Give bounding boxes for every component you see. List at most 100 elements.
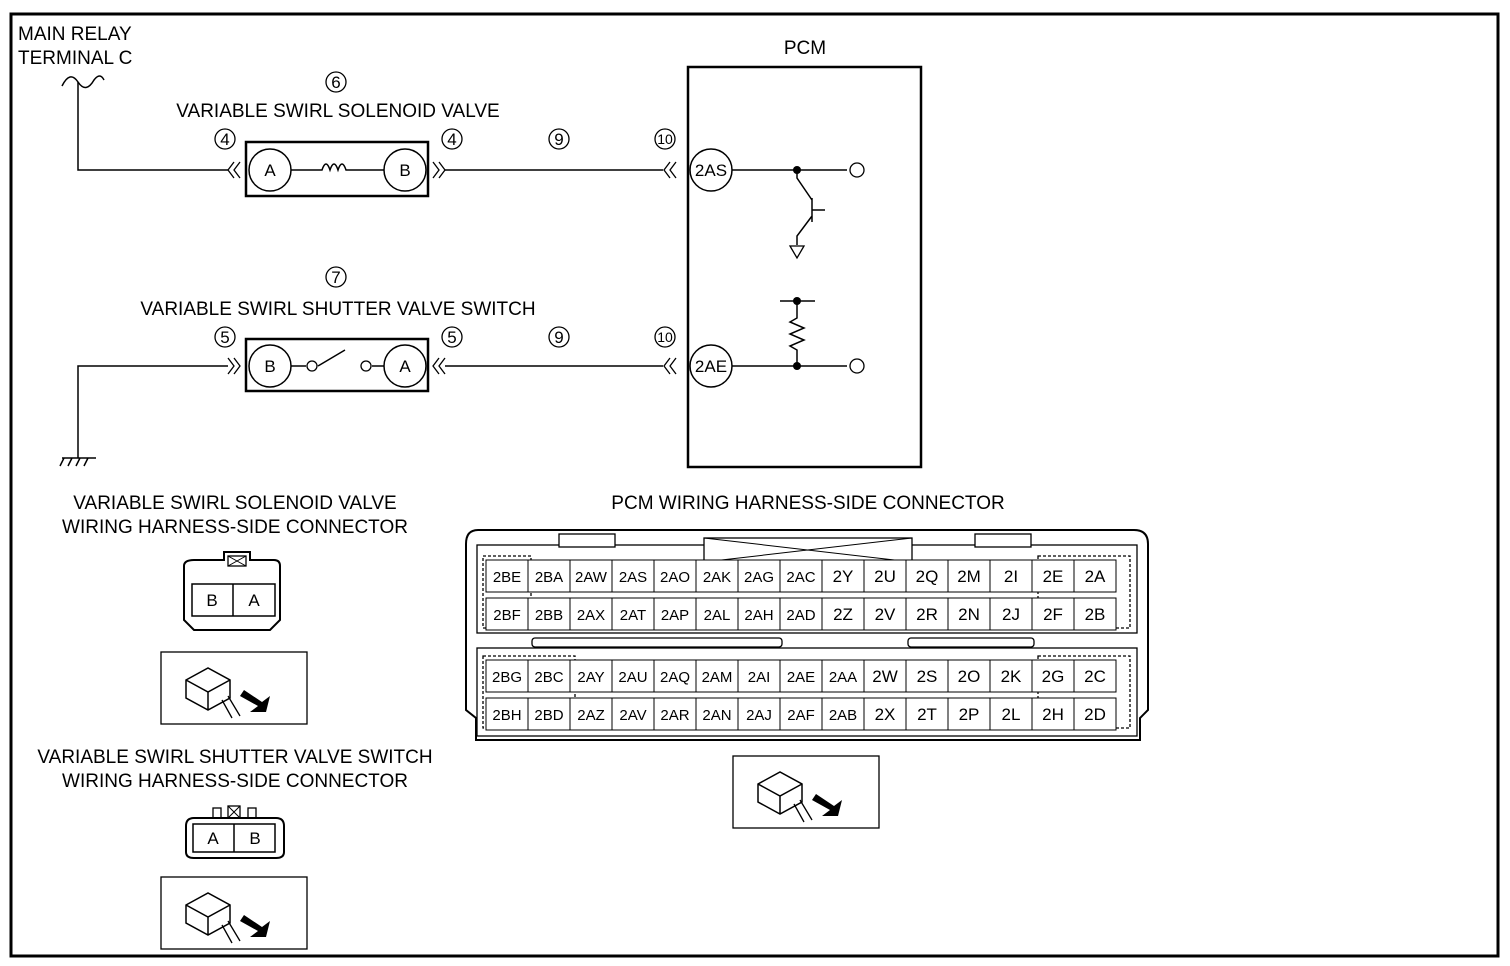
ground-symbol xyxy=(59,457,96,467)
callout-9-bottom-text: 9 xyxy=(554,328,563,347)
sw-conn-pin-b: B xyxy=(249,829,260,848)
pcm-pin-label: 2AX xyxy=(577,607,605,624)
pcm-pin-cell xyxy=(863,659,907,693)
page-frame xyxy=(9,12,1500,958)
callout-5-right xyxy=(441,326,463,348)
pcm-pin-label: 2C xyxy=(1084,667,1106,686)
pcm-pin-cell xyxy=(863,597,907,631)
callout-9-top xyxy=(548,128,570,150)
pcm-pin-cell xyxy=(611,559,655,593)
pcm-pin-label: 2BC xyxy=(534,669,563,686)
pcm-pin-label: 2U xyxy=(874,567,896,586)
pcm-pin-label: 2N xyxy=(958,605,980,624)
pcm-pin-cell xyxy=(989,559,1033,593)
pcm-pin-label: 2AI xyxy=(748,669,771,686)
connector-view-icon xyxy=(160,651,308,725)
pcm-pin-cell xyxy=(821,597,865,631)
solenoid-valve-label: VARIABLE SWIRL SOLENOID VALVE xyxy=(176,101,499,122)
pcm-pin-label: 2AJ xyxy=(746,707,772,724)
main-relay-label: MAIN RELAY xyxy=(18,24,132,45)
callout-10-bottom-text: 10 xyxy=(657,329,673,345)
callout-5-left xyxy=(214,326,236,348)
sol-conn-label-1: VARIABLE SWIRL SOLENOID VALVE xyxy=(73,493,396,514)
connector-view-icon xyxy=(160,876,308,950)
pcm-pin-cell xyxy=(863,697,907,731)
ground-arrow xyxy=(788,245,806,260)
wire-main-relay xyxy=(77,82,228,171)
callout-9-top-text: 9 xyxy=(554,130,563,149)
pcm-label: PCM xyxy=(784,38,826,59)
pcm-pin-cell xyxy=(1073,597,1117,631)
switch-pin-b-label: B xyxy=(264,357,275,376)
switch-connector-face xyxy=(185,805,285,859)
callout-10-top-text: 10 xyxy=(657,131,673,147)
pcm-pin-label: 2M xyxy=(957,567,981,586)
transistor-symbol xyxy=(796,170,825,245)
pcm-pin-cell xyxy=(485,597,529,631)
callout-9-bottom xyxy=(548,326,570,348)
pcm-pin-label: 2I xyxy=(1004,567,1018,586)
pcm-pin-cell xyxy=(611,659,655,693)
pcm-pin-label: 2AA xyxy=(829,669,857,686)
pcm-pin-label: 2AW xyxy=(575,569,608,586)
callout-10-top xyxy=(654,128,676,150)
pcm-pin-cell xyxy=(527,697,571,731)
pcm-conn-label: PCM WIRING HARNESS-SIDE CONNECTOR xyxy=(611,493,1004,514)
pcm-pin-cell xyxy=(695,597,739,631)
pcm-pin-cell xyxy=(737,697,781,731)
pcm-pin-label: 2Q xyxy=(916,567,939,586)
pcm-pin-cell xyxy=(695,559,739,593)
callout-4-left xyxy=(214,128,236,150)
pcm-pin-label: 2O xyxy=(958,667,981,686)
pcm-pin-label: 2G xyxy=(1042,667,1065,686)
pcm-pin-label: 2AC xyxy=(786,569,815,586)
pcm-pin-cell xyxy=(653,697,697,731)
pcm-pin-label: 2S xyxy=(917,667,938,686)
pcm-pin-label: 2BA xyxy=(535,569,563,586)
relay-wave-symbol xyxy=(61,75,105,89)
connector-chevron xyxy=(432,161,446,179)
sw-conn-label-2: WIRING HARNESS-SIDE CONNECTOR xyxy=(62,771,408,792)
pcm-pin-label: 2E xyxy=(1043,567,1064,586)
pcm-pin-cell xyxy=(821,659,865,693)
switch-contact xyxy=(360,360,372,372)
callout-6 xyxy=(325,71,347,93)
pcm-pin-label: 2AM xyxy=(702,669,733,686)
pcm-pin-cell xyxy=(611,697,655,731)
pcm-pin-label: 2D xyxy=(1084,705,1106,724)
pcm-pin-label: 2J xyxy=(1002,605,1020,624)
pcm-pin-label: 2T xyxy=(917,705,937,724)
pcm-pin-cell xyxy=(569,597,613,631)
pcm-pin-label: 2BE xyxy=(493,569,521,586)
pcm-pin-label: 2AO xyxy=(660,569,690,586)
pcm-pin-cell xyxy=(1031,597,1075,631)
pcm-pin-label: 2F xyxy=(1043,605,1063,624)
pcm-pin-cell xyxy=(653,659,697,693)
pcm-pin-label: 2X xyxy=(875,705,896,724)
callout-7 xyxy=(325,266,347,288)
connector-chevron xyxy=(663,357,677,375)
pcm-pin-label: 2R xyxy=(916,605,938,624)
callout-4-left-text: 4 xyxy=(220,130,229,149)
pcm-pin-label: 2AV xyxy=(619,707,646,724)
callout-4-right xyxy=(441,128,463,150)
pcm-pin-cell xyxy=(527,659,571,693)
pcm-pin-cell xyxy=(821,559,865,593)
pcm-pin-label: 2A xyxy=(1085,567,1106,586)
callout-5-right-text: 5 xyxy=(447,328,456,347)
pcm-terminal xyxy=(849,162,865,178)
sol-conn-pin-b: B xyxy=(206,591,217,610)
pcm-pin-label: 2BH xyxy=(492,707,521,724)
pcm-pin-label: 2V xyxy=(875,605,896,624)
pcm-pin-cell xyxy=(905,597,949,631)
sol-conn-pin-a: A xyxy=(248,591,260,610)
pcm-pin-label: 2Y xyxy=(833,567,854,586)
solenoid-pin-b-label: B xyxy=(399,161,410,180)
pcm-pin-label: 2AY xyxy=(577,669,604,686)
pcm-pin-label: 2AN xyxy=(702,707,731,724)
solenoid-pin-a-label: A xyxy=(264,161,276,180)
switch-contact xyxy=(306,360,318,372)
pcm-pin-label: 2AQ xyxy=(660,669,690,686)
solenoid-connector-face xyxy=(183,551,281,631)
